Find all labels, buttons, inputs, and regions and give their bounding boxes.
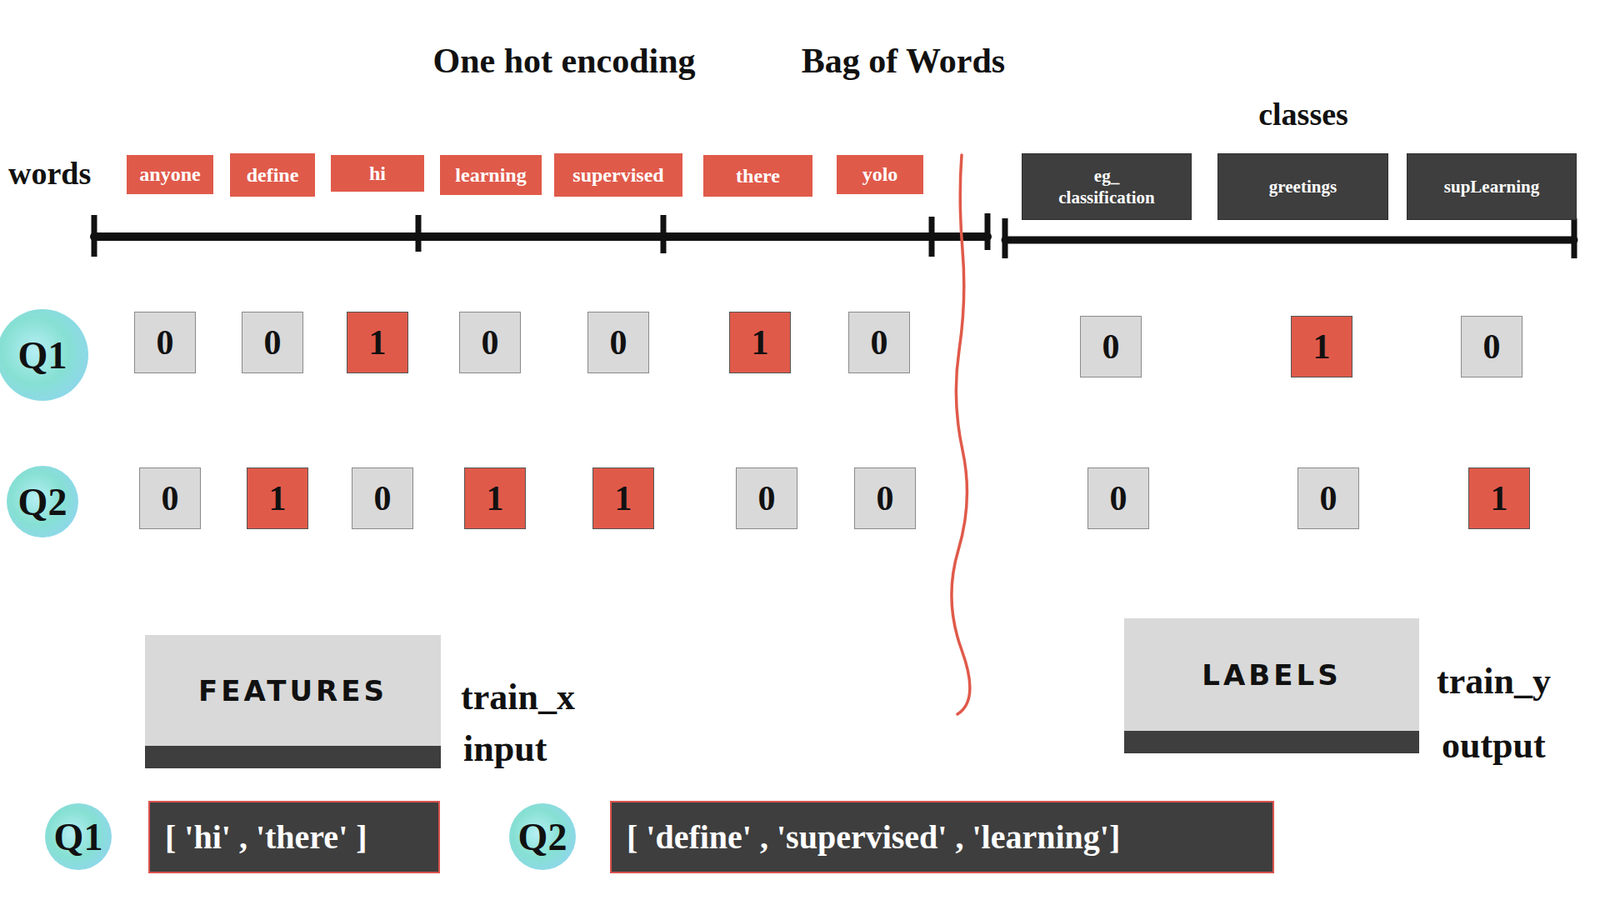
node-text: LABELS [1201,658,1341,692]
class-box: greetings [1218,154,1388,220]
node-text: 0 [161,478,180,519]
encoding-cell: 0 [587,311,650,374]
question-circle: Q2 [509,803,576,870]
axis-tick [1002,218,1009,259]
label-cell: 0 [1297,467,1360,530]
node-text: 0 [758,478,776,519]
words-axis [94,232,988,241]
node-text: learning [455,164,526,187]
encoding-cell: 1 [246,467,309,530]
encoding-cell: 0 [735,467,798,530]
node-text: 1 [1490,478,1509,519]
question-circle: Q1 [0,309,89,401]
question-circle: Q2 [6,465,79,538]
encoding-cell: 0 [459,311,521,374]
axis-tick [415,215,422,252]
node-text: Q2 [518,815,568,860]
question-circle: Q1 [45,803,112,870]
axis-title: words [8,155,91,192]
word-box: supervised [554,153,683,197]
encoding-cell: 1 [729,311,791,374]
word-box: there [703,155,813,197]
node-text: 0 [481,322,500,363]
node-text: 0 [374,478,392,519]
node-text: eg_ classification [1044,165,1170,210]
label-cell: 0 [1087,467,1150,530]
label-cell: 1 [1290,315,1353,378]
labels-box: LABELS [1124,618,1420,754]
classes-axis [1005,236,1575,245]
node-text: anyone [139,163,200,186]
node-text: Q2 [18,480,68,525]
encoding-cell: 0 [134,311,196,374]
word-box: yolo [836,155,924,195]
node-text: 1 [369,322,387,363]
encoding-cell: 0 [139,467,201,530]
node-text: 1 [1313,326,1331,367]
heading: Bag of Words [801,40,1005,81]
word-box: define [230,153,315,197]
node-text: 0 [1320,478,1338,519]
node-text: 1 [269,478,287,519]
class-box: supLearning [1407,154,1576,220]
side-label: train_y [1436,660,1551,703]
node-text: 0 [870,322,889,363]
node-text: 0 [1102,326,1120,367]
node-text: Q1 [18,333,68,378]
node-text: [ 'define' , 'supervised' , 'learning'] [626,817,1120,857]
node-text: 1 [751,322,770,363]
word-box: learning [440,155,542,195]
word-list-box: [ 'hi' , 'there' ] [148,800,440,874]
encoding-cell: 1 [346,311,409,374]
axis-tick [1571,218,1578,259]
encoding-cell: 0 [848,311,910,374]
label-cell: 1 [1468,467,1530,530]
node-text: hi [369,162,386,185]
axis-tick [929,216,935,257]
node-text: yolo [862,163,899,186]
class-box: eg_ classification [1022,154,1191,220]
node-text: FEATURES [198,674,388,708]
label-cell: 0 [1080,315,1142,378]
node-text: supLearning [1444,175,1540,198]
features-box: FEATURES [145,635,441,769]
label-cell: 0 [1460,315,1523,378]
side-label: train_x [460,675,575,719]
word-box: hi [330,155,425,192]
node-text: Q1 [54,815,104,860]
heading: One hot encoding [432,40,695,81]
node-text: 1 [615,478,633,519]
node-text: greetings [1269,175,1337,198]
side-label: output [1441,724,1546,767]
node-text: 0 [264,322,282,363]
side-label: input [463,727,547,770]
axis-tick [660,215,667,254]
axis-title: classes [1258,95,1349,133]
node-text: [ 'hi' , 'there' ] [165,817,368,857]
node-text: 0 [1110,478,1128,519]
node-text: supervised [572,164,664,187]
word-box: anyone [126,155,214,195]
node-text: 0 [156,322,175,363]
encoding-cell: 1 [592,467,655,530]
divider-line [951,155,970,715]
node-text: define [246,164,300,187]
node-text: 0 [610,322,628,363]
axis-tick [91,215,98,257]
axis-tick [985,213,991,250]
node-text: 1 [486,478,505,519]
node-text: 0 [1483,326,1501,367]
node-text: 0 [876,478,895,519]
encoding-cell: 0 [854,467,916,530]
word-list-box: [ 'define' , 'supervised' , 'learning'] [610,800,1275,874]
encoding-cell: 0 [241,311,304,374]
encoding-cell: 0 [351,467,414,530]
encoding-cell: 1 [464,467,526,530]
node-text: there [735,165,780,188]
